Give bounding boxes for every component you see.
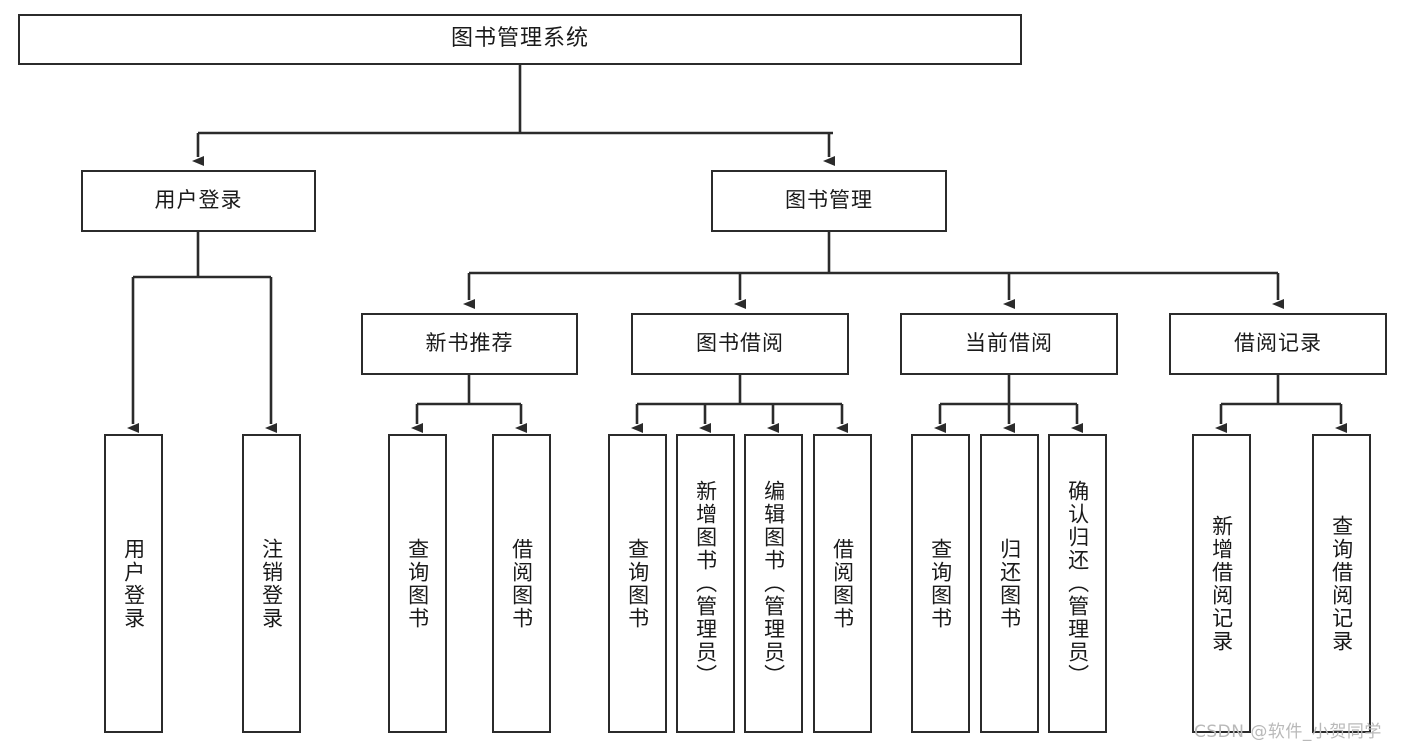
node-new-book-rec-label: 新书推荐 <box>425 331 514 356</box>
node-root-label: 图书管理系统 <box>450 26 589 52</box>
node-book-manage[interactable]: 图书管理 <box>711 170 947 232</box>
node-root[interactable]: 图书管理系统 <box>18 14 1022 65</box>
node-book-manage-label: 图书管理 <box>785 188 873 213</box>
node-leaf-query-book-3[interactable]: 查询图书 <box>911 434 970 733</box>
node-leaf-add-record[interactable]: 新增借阅记录 <box>1192 434 1251 733</box>
node-leaf-user-login[interactable]: 用户登录 <box>104 434 163 733</box>
node-leaf-add-book[interactable]: 新增图书（管理员） <box>676 434 735 733</box>
node-leaf-confirm-return-label: 确认归还（管理员） <box>1065 480 1090 687</box>
node-leaf-query-book-1-label: 查询图书 <box>405 537 430 630</box>
node-leaf-borrow-book-2[interactable]: 借阅图书 <box>813 434 872 733</box>
node-leaf-query-book-1[interactable]: 查询图书 <box>388 434 447 733</box>
node-current-borrow-label: 当前借阅 <box>965 331 1053 356</box>
node-user-login[interactable]: 用户登录 <box>81 170 316 232</box>
node-book-borrow[interactable]: 图书借阅 <box>631 313 849 375</box>
node-leaf-return-book[interactable]: 归还图书 <box>980 434 1039 733</box>
node-leaf-logout[interactable]: 注销登录 <box>242 434 301 733</box>
node-leaf-borrow-book-2-label: 借阅图书 <box>830 537 855 630</box>
node-leaf-query-book-2[interactable]: 查询图书 <box>608 434 667 733</box>
node-leaf-user-login-label: 用户登录 <box>121 537 146 630</box>
node-leaf-edit-book-label: 编辑图书（管理员） <box>761 480 786 687</box>
node-leaf-query-book-2-label: 查询图书 <box>625 537 650 630</box>
node-new-book-rec[interactable]: 新书推荐 <box>361 313 578 375</box>
node-leaf-borrow-book-1[interactable]: 借阅图书 <box>492 434 551 733</box>
node-leaf-edit-book[interactable]: 编辑图书（管理员） <box>744 434 803 733</box>
node-leaf-query-record-label: 查询借阅记录 <box>1329 514 1354 653</box>
node-leaf-add-record-label: 新增借阅记录 <box>1209 514 1234 653</box>
node-book-borrow-label: 图书借阅 <box>696 331 784 356</box>
node-leaf-return-book-label: 归还图书 <box>997 537 1022 630</box>
node-borrow-record-label: 借阅记录 <box>1234 331 1322 356</box>
node-leaf-logout-label: 注销登录 <box>259 537 284 630</box>
node-leaf-query-record[interactable]: 查询借阅记录 <box>1312 434 1371 733</box>
node-leaf-query-book-3-label: 查询图书 <box>928 537 953 630</box>
node-borrow-record[interactable]: 借阅记录 <box>1169 313 1387 375</box>
node-leaf-confirm-return[interactable]: 确认归还（管理员） <box>1048 434 1107 733</box>
node-leaf-add-book-label: 新增图书（管理员） <box>693 480 718 687</box>
node-user-login-label: 用户登录 <box>154 188 243 213</box>
node-current-borrow[interactable]: 当前借阅 <box>900 313 1118 375</box>
node-leaf-borrow-book-1-label: 借阅图书 <box>509 537 534 630</box>
